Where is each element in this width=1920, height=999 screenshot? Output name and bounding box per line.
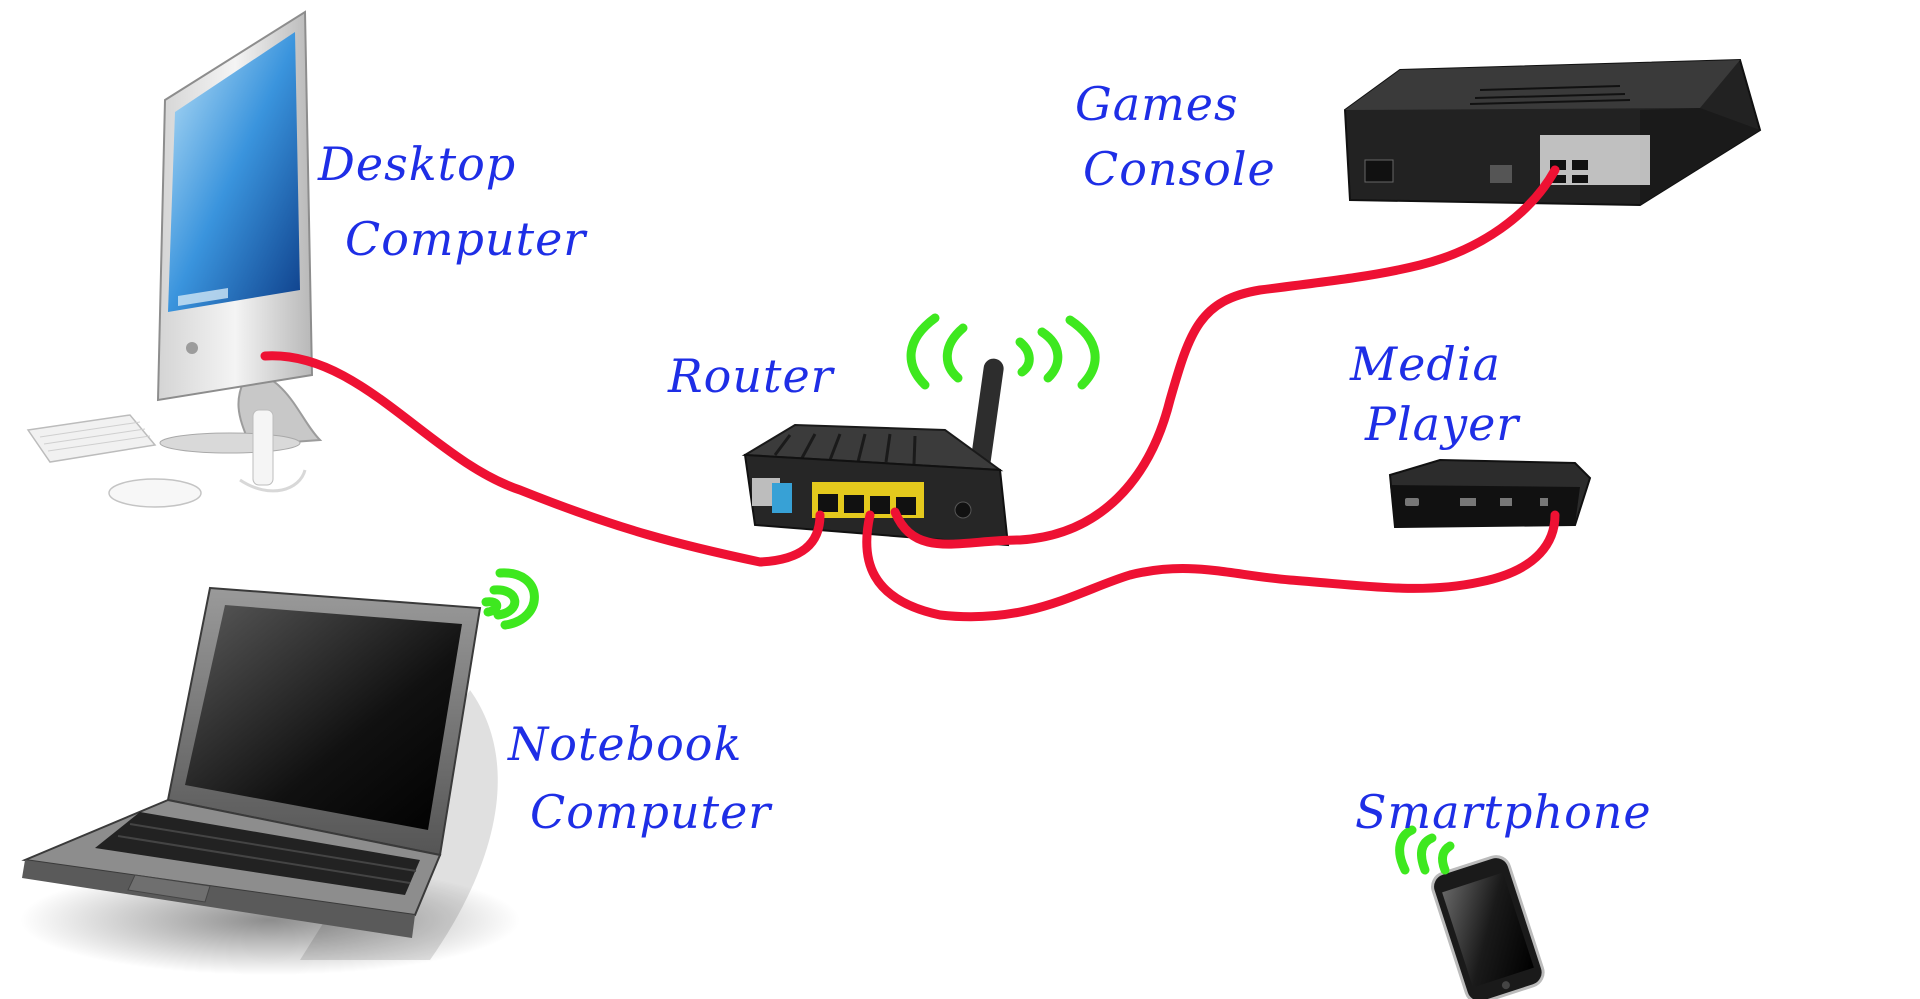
router-wifi-right-icon	[1015, 315, 1100, 390]
cable-router-games-console	[890, 165, 1560, 549]
label-smartphone: Smartphone	[1355, 785, 1652, 839]
keyboard	[26, 414, 157, 463]
svg-text:Media: Media	[1349, 337, 1501, 391]
svg-text:Computer: Computer	[530, 785, 773, 839]
desktop-computer	[26, 10, 323, 508]
label-desktop-computer: Desktop Computer	[317, 137, 588, 266]
remote	[252, 409, 274, 486]
mouse	[108, 478, 202, 508]
router-usb-port	[772, 483, 792, 513]
notebook-computer	[20, 586, 520, 975]
notebook-wifi-icon	[481, 568, 539, 630]
svg-text:Console: Console	[1083, 142, 1276, 196]
label-notebook-computer: Notebook Computer	[507, 717, 773, 839]
router-wifi-left-icon	[906, 313, 968, 390]
apple-logo-icon	[186, 342, 198, 354]
games-console	[1343, 58, 1762, 207]
media-player	[1388, 458, 1592, 529]
router	[741, 358, 1010, 547]
svg-text:Games: Games	[1075, 77, 1239, 131]
cable-router-media-player	[862, 510, 1560, 622]
svg-text:Notebook: Notebook	[507, 717, 742, 771]
label-games-console: Games Console	[1075, 77, 1276, 196]
label-router: Router	[667, 349, 836, 403]
svg-text:Computer: Computer	[345, 212, 588, 266]
smartphone-wifi-icon	[1395, 825, 1455, 875]
cable-desktop-router	[260, 351, 825, 567]
label-media-player: Media Player	[1349, 337, 1521, 451]
smartphone	[1431, 855, 1545, 999]
svg-text:Desktop: Desktop	[317, 137, 516, 191]
svg-text:Player: Player	[1364, 397, 1521, 451]
